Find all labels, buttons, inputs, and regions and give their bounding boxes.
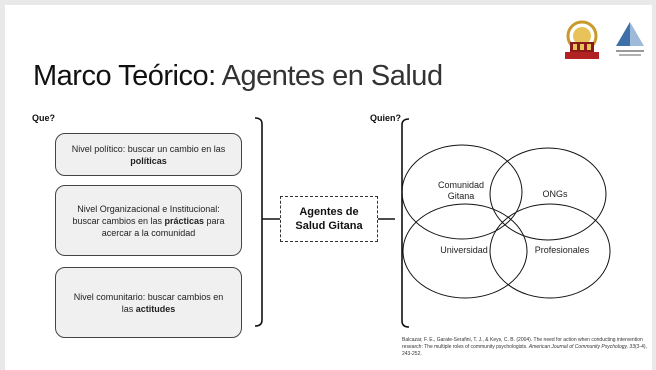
citation-pages: (3-4), 243-252. xyxy=(402,344,647,357)
venn-circle-universidad xyxy=(402,203,528,299)
box-nivel-politico: Nivel político: buscar un cambio en las … xyxy=(55,133,242,176)
box-nivel-comunitario-text: Nivel comunitario: buscar cambios en las… xyxy=(68,291,229,315)
box-text-after: para acercar a la comunidad xyxy=(101,215,225,238)
venn-label-comunidad: Comunidad Gitana xyxy=(426,180,496,202)
citation: Balcazar, F. E., Garate-Serafini, T. J.,… xyxy=(402,337,650,358)
citation-journal: American Journal of Community Psychology… xyxy=(528,344,635,350)
box-nivel-comunitario: Nivel comunitario: buscar cambios en las… xyxy=(55,267,242,338)
left-bracket xyxy=(254,117,263,327)
box-nivel-organizacional-text: Nivel Organizacional e Institucional: bu… xyxy=(68,203,229,239)
triangle-logo-icon xyxy=(610,16,650,62)
quien-label: Quien? xyxy=(370,113,401,123)
que-label: Que? xyxy=(32,113,56,123)
box-text: Nivel Organizacional e Institucional: bu… xyxy=(72,203,220,226)
box-text: Nivel comunitario: buscar cambios en las xyxy=(73,291,224,314)
box-bold-text: prácticas xyxy=(164,215,205,226)
venn-label-universidad: Universidad xyxy=(440,245,488,255)
box-nivel-organizacional: Nivel Organizacional e Institucional: bu… xyxy=(55,185,242,256)
box-bold-text: actitudes xyxy=(135,303,176,314)
venn-label-ongs: ONGs xyxy=(542,189,568,199)
slide-frame-right xyxy=(652,0,656,370)
title-light: Agentes en Salud xyxy=(215,60,443,92)
agentes-salud-box: Agentes de Salud Gitana xyxy=(280,196,378,242)
slide-frame-left xyxy=(0,0,5,370)
venn-label-comunidad-line1: Comunidad xyxy=(437,180,485,190)
venn-label-comunidad-line2: Gitana xyxy=(447,191,475,201)
venn-circle-profesionales xyxy=(489,203,611,299)
box-nivel-politico-text: Nivel político: buscar un cambio en las … xyxy=(68,143,229,167)
right-bracket xyxy=(401,118,410,328)
venn-circle-ongs xyxy=(489,147,607,241)
center-line2: Salud Gitana xyxy=(295,220,363,232)
box-text: Nivel político: buscar un cambio en las xyxy=(71,143,226,154)
university-crest-icon xyxy=(557,16,607,62)
citation-text: Balcazar, F. E., Garate-Serafini, T. J.,… xyxy=(402,337,643,350)
title-bold: Marco Teórico: xyxy=(33,60,216,92)
slide-frame-top xyxy=(0,0,656,5)
venn-circle-comunidad xyxy=(401,144,523,240)
box-bold-text: políticas xyxy=(130,155,167,166)
page-title: Marco Teórico: Agentes en Salud xyxy=(33,60,443,92)
venn-label-profesionales: Profesionales xyxy=(534,245,590,255)
center-line1: Agentes de xyxy=(299,206,359,218)
